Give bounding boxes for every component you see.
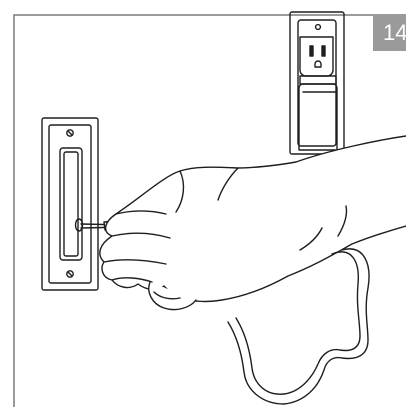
hand-icon	[100, 136, 406, 310]
doorbell-pushbutton-icon	[42, 118, 98, 290]
step-number-badge: 14	[373, 15, 406, 51]
power-adapter-icon	[299, 76, 337, 150]
